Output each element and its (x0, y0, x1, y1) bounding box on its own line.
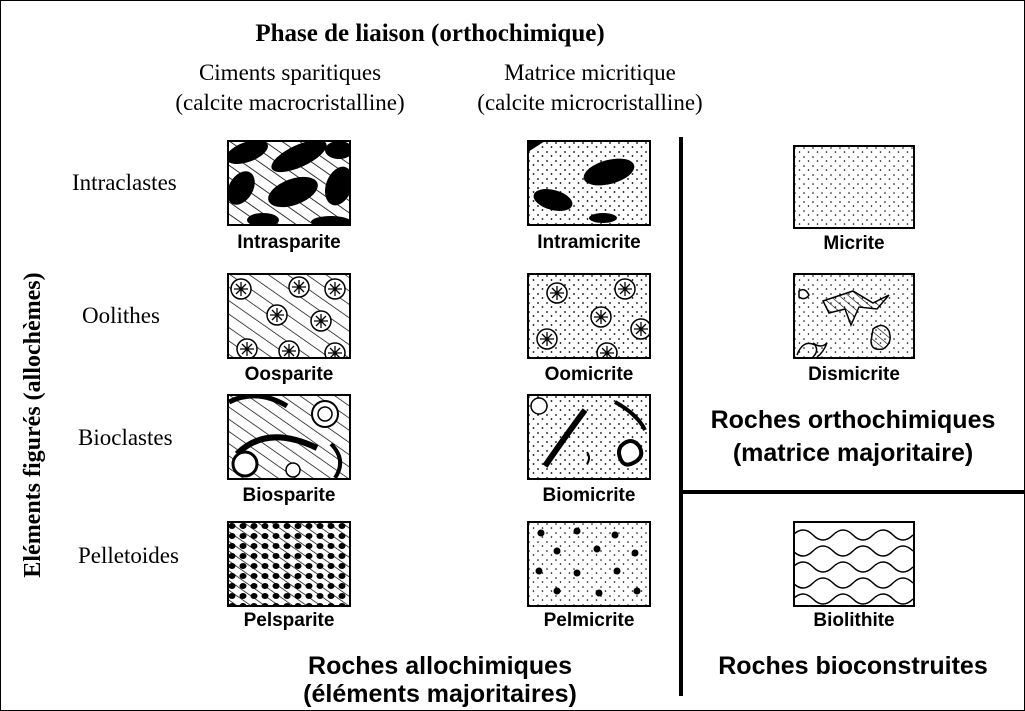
col2-header-line2: (calcite microcristalline) (477, 90, 703, 115)
biosparite-texture (227, 394, 351, 480)
biomicrite-texture (527, 394, 651, 480)
dismicrite-texture (793, 273, 915, 359)
col1-header-line1: Ciments sparitiques (198, 60, 382, 85)
label-intramicrite: Intramicrite (537, 232, 641, 253)
micrite-texture (793, 145, 915, 229)
pelsparite-texture (227, 521, 351, 607)
axis-label-allochemes: Eléments figurés (allochèmes) (20, 272, 46, 578)
label-biomicrite: Biomicrite (542, 485, 636, 506)
label-pelsparite: Pelsparite (243, 610, 335, 631)
intramicrite-texture (527, 140, 651, 226)
label-intrasparite: Intrasparite (237, 232, 341, 253)
biolithite-texture (793, 521, 915, 607)
label-oosparite: Oosparite (244, 364, 334, 385)
row-label-intraclastes: Intraclastes (72, 170, 177, 195)
vertical-divider (679, 137, 683, 696)
row-label-pelletoides: Pelletoides (78, 543, 179, 568)
col1-header-line2: (calcite macrocristalline) (175, 90, 405, 115)
oosparite-texture (227, 273, 351, 359)
header-title: Phase de liaison (orthochimique) (255, 20, 605, 47)
pelmicrite-texture (527, 521, 651, 607)
label-biosparite: Biosparite (242, 485, 336, 506)
label-oomicrite: Oomicrite (544, 364, 634, 385)
oomicrite-texture (527, 273, 651, 359)
row-label-oolithes: Oolithes (82, 303, 160, 328)
intrasparite-texture (227, 140, 351, 226)
row-label-bioclastes: Bioclastes (78, 425, 173, 450)
group-ortho-line2: (matrice majoritaire) (732, 439, 974, 467)
label-pelmicrite: Pelmicrite (543, 610, 635, 631)
group-allo-line1: Roches allochimiques (308, 652, 572, 680)
label-dismicrite: Dismicrite (808, 364, 900, 385)
group-bioconstruites: Roches bioconstruites (718, 652, 988, 680)
label-micrite: Micrite (823, 233, 885, 254)
group-allo-line2: (éléments majoritaires) (303, 680, 577, 708)
horizontal-divider (681, 490, 1024, 494)
group-ortho-line1: Roches orthochimiques (710, 406, 996, 434)
label-biolithite: Biolithite (813, 610, 895, 631)
col2-header-line1: Matrice micritique (504, 60, 676, 85)
